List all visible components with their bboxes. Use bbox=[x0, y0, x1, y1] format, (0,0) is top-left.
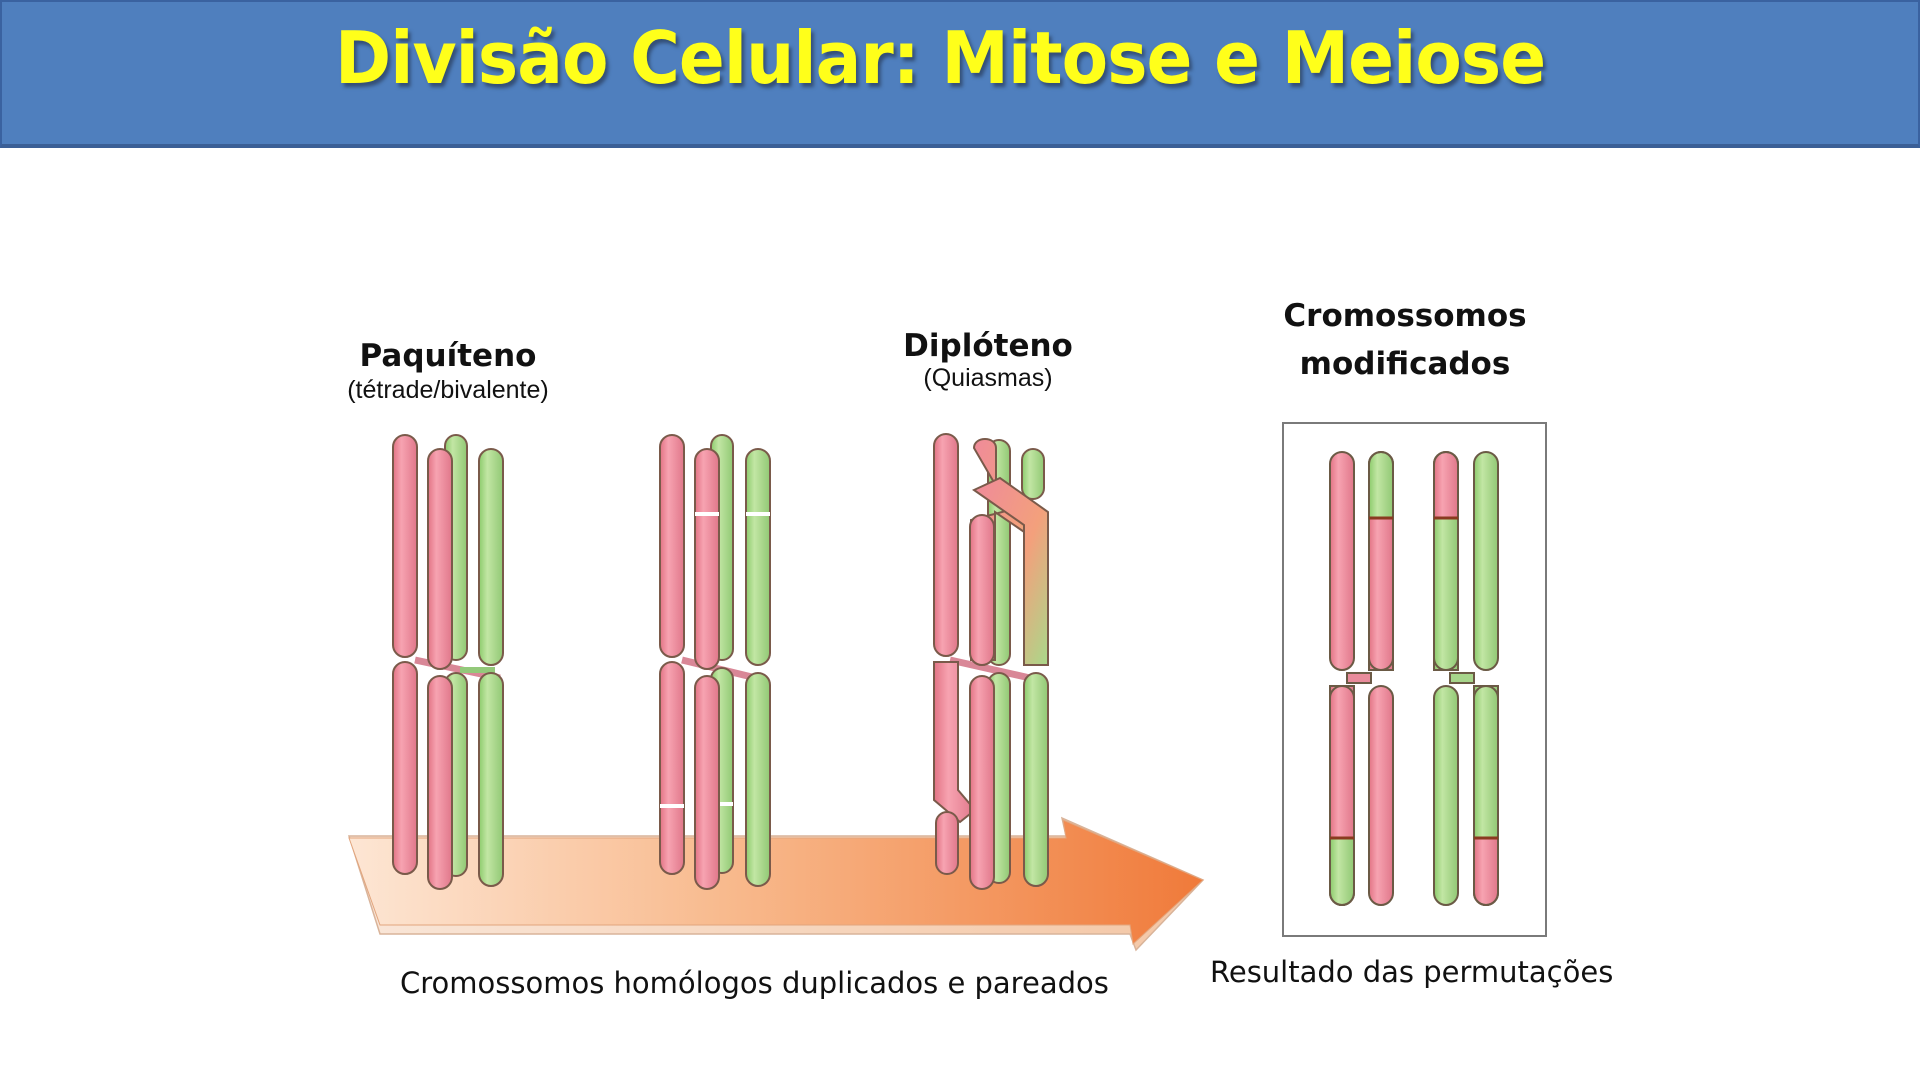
stage-title: Paquíteno bbox=[359, 338, 537, 374]
recombined-chromosomes bbox=[1282, 422, 1547, 937]
stage-title: Diplóteno bbox=[903, 328, 1073, 364]
title-banner: Divisão Celular: Mitose e Meiose bbox=[0, 0, 1920, 148]
stage-subtitle: (Quiasmas) bbox=[923, 364, 1053, 392]
stage-subtitle: (tétrade/bivalente) bbox=[347, 376, 549, 404]
result-caption: Resultado das permutações bbox=[1210, 955, 1614, 989]
result-title-line2: modificados bbox=[1299, 346, 1511, 382]
process-caption: Cromossomos homólogos duplicados e parea… bbox=[400, 966, 1109, 1000]
breakage-chromosomes bbox=[659, 434, 771, 890]
result-title-line1: Cromossomos bbox=[1283, 298, 1527, 334]
result-label: Cromossomos modificados bbox=[1255, 292, 1555, 388]
stage-label-paquiteno: Paquíteno (tétrade/bivalente) bbox=[328, 338, 568, 405]
slide-title: Divisão Celular: Mitose e Meiose bbox=[335, 16, 1546, 100]
diploteno-chromosomes bbox=[933, 433, 1049, 890]
progress-arrow bbox=[347, 816, 1205, 952]
stage-label-diploteno: Diplóteno (Quiasmas) bbox=[888, 328, 1088, 393]
paquiteno-chromosomes bbox=[392, 434, 504, 890]
